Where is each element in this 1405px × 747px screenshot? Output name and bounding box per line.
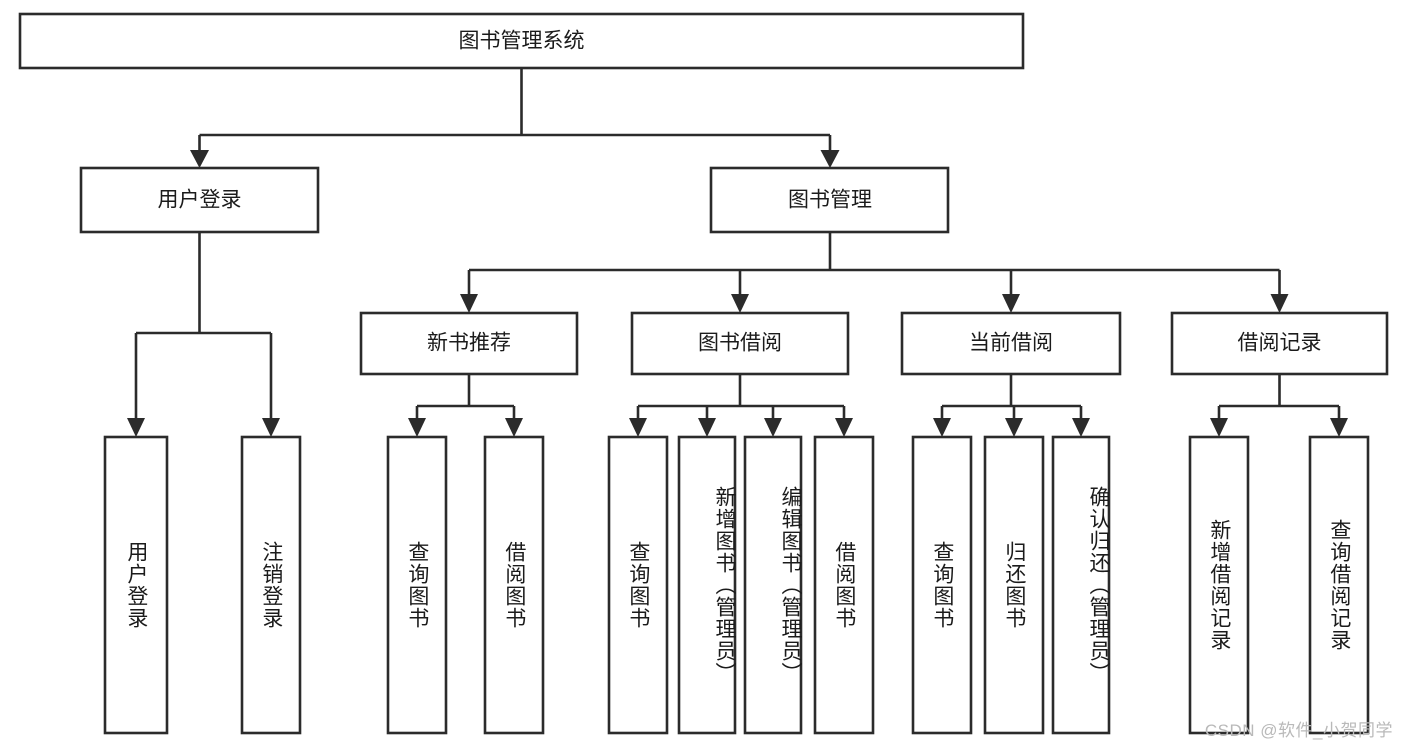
- arrow-leaf-borrow-book: [835, 418, 853, 437]
- arrow-leaf-add-borrow-record: [1210, 418, 1228, 437]
- arrow-leaf-query-borrow-record: [1330, 418, 1348, 437]
- leaf-borrow-book-rec-box[interactable]: [483, 435, 545, 735]
- node-current-borrow[interactable]: 当前借阅: [900, 311, 1122, 376]
- leaf-edit-book-admin-box[interactable]: [743, 435, 803, 735]
- connector-book-borrow-to-leaves: [629, 374, 853, 437]
- arrow-leaf-logout-login: [262, 418, 280, 437]
- arrow-leaf-user-login: [127, 418, 145, 437]
- book-manage-box[interactable]: [709, 166, 950, 234]
- book-borrow-label: 图书借阅: [698, 332, 782, 355]
- node-borrow-record[interactable]: 借阅记录: [1170, 311, 1389, 376]
- current-borrow-box[interactable]: [900, 311, 1122, 376]
- root-label: 图书管理系统: [459, 30, 585, 53]
- connector-root-to-level2: [190, 68, 840, 168]
- leaf-borrow-book-box[interactable]: [813, 435, 875, 735]
- arrow-leaf-query-book-current: [933, 418, 951, 437]
- arrow-leaf-query-book-rec: [408, 418, 426, 437]
- leaf-user-login-box[interactable]: [103, 435, 169, 735]
- arrow-leaf-borrow-book-rec: [505, 418, 523, 437]
- user-login-label: 用户登录: [158, 189, 242, 212]
- arrow-book-borrow: [731, 294, 749, 313]
- connector-layer: [127, 68, 1348, 437]
- leaf-confirm-return-admin-box[interactable]: [1051, 435, 1111, 735]
- node-book-manage[interactable]: 图书管理: [709, 166, 950, 234]
- arrow-leaf-add-book-admin: [698, 418, 716, 437]
- arrow-leaf-edit-book-admin: [764, 418, 782, 437]
- arrow-leaf-query-book-borrow: [629, 418, 647, 437]
- arrow-borrow-record: [1270, 294, 1289, 313]
- book-borrow-box[interactable]: [630, 311, 850, 376]
- leaf-query-book-rec-box[interactable]: [386, 435, 448, 735]
- new-book-rec-label: 新书推荐: [427, 332, 511, 355]
- leaf-query-book-current-box[interactable]: [911, 435, 973, 735]
- connector-current-borrow-to-leaves: [933, 374, 1090, 437]
- root-box[interactable]: [18, 12, 1025, 70]
- node-root[interactable]: 图书管理系统: [18, 12, 1025, 70]
- arrow-leaf-confirm-return-admin: [1072, 418, 1090, 437]
- csdn-watermark: CSDN @软件_小贺同学: [1204, 721, 1393, 740]
- book-manage-label: 图书管理: [788, 189, 872, 212]
- connector-new-book-rec-to-leaves: [408, 374, 523, 437]
- arrow-new-book-rec: [460, 294, 478, 313]
- node-new-book-rec[interactable]: 新书推荐: [359, 311, 579, 376]
- connector-borrow-record-to-leaves: [1210, 374, 1348, 437]
- arrow-current-borrow: [1002, 294, 1020, 313]
- leaf-add-borrow-record-box[interactable]: [1188, 435, 1250, 735]
- borrow-record-box[interactable]: [1170, 311, 1389, 376]
- new-book-rec-box[interactable]: [359, 311, 579, 376]
- leaf-boxes: [103, 435, 1370, 735]
- arrow-user-login: [190, 150, 209, 168]
- leaf-add-book-admin-box[interactable]: [677, 435, 737, 735]
- connector-user-login-to-leaves: [127, 232, 280, 437]
- leaf-query-book-borrow-box[interactable]: [607, 435, 669, 735]
- leaf-query-borrow-record-box[interactable]: [1308, 435, 1370, 735]
- leaf-return-book-box[interactable]: [983, 435, 1045, 735]
- borrow-record-label: 借阅记录: [1238, 332, 1322, 355]
- user-login-box[interactable]: [79, 166, 320, 234]
- current-borrow-label: 当前借阅: [969, 332, 1053, 355]
- arrow-leaf-return-book: [1005, 418, 1023, 437]
- leaf-logout-login-box[interactable]: [240, 435, 302, 735]
- node-user-login[interactable]: 用户登录: [79, 166, 320, 234]
- arrow-book-manage: [820, 150, 840, 168]
- connector-book-manage-to-level3: [460, 232, 1289, 313]
- node-book-borrow[interactable]: 图书借阅: [630, 311, 850, 376]
